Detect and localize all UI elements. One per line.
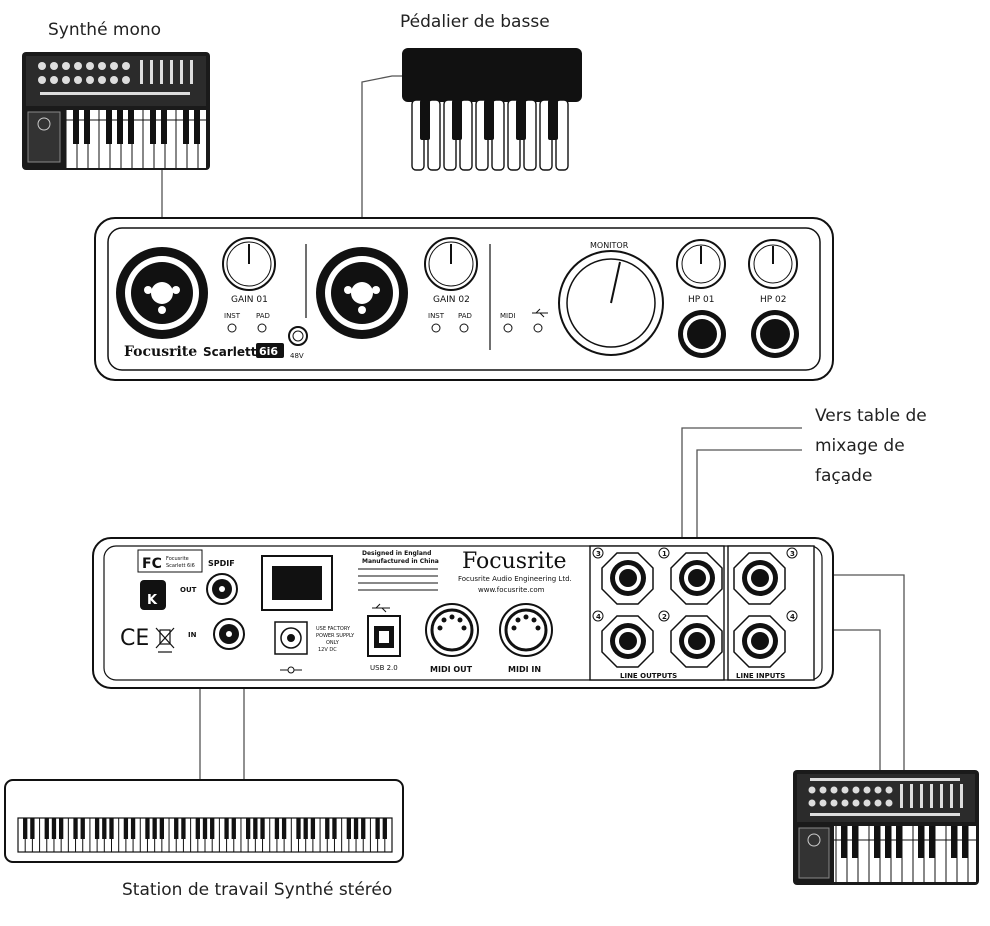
mono-synth-label: Synthé mono: [48, 20, 162, 40]
hp-2-jack: [751, 310, 799, 358]
hp-1-jack: [678, 310, 726, 358]
power-note-line1: USE FACTORY: [316, 626, 351, 632]
line-output-2-jack: [670, 615, 723, 668]
fc-line1: Focusrite: [166, 556, 189, 562]
spdif-out-label: OUT: [180, 586, 197, 594]
mono-synth: [22, 52, 210, 170]
spdif-in-jack: [213, 618, 245, 650]
hp-2-knob: [748, 239, 798, 289]
pad-1-label: PAD: [256, 312, 270, 320]
inst-2-label: INST: [428, 312, 445, 320]
design-line2: Manufactured in China: [362, 558, 439, 565]
monitor-label: MONITOR: [590, 241, 629, 250]
cable-line-out1-to-mixer: [696, 449, 802, 568]
line-output-1-jack: [670, 552, 723, 605]
rear-website: www.focusrite.com: [478, 586, 545, 594]
dc-polarity-icon: [280, 666, 302, 674]
fc-logo: FC: [142, 556, 162, 572]
midi-led: [503, 323, 513, 333]
design-line1: Designed in England: [362, 550, 431, 557]
spdif-label: SPDIF: [208, 559, 235, 568]
bass-pedal-label: Pédalier de basse: [400, 12, 550, 32]
midi-led-label: MIDI: [500, 312, 516, 320]
line-in-3-number: 3: [790, 550, 795, 558]
gain-2-knob: [424, 237, 478, 291]
fc-line2: Scarlett 6i6: [166, 563, 195, 569]
pad-2-led: [459, 323, 469, 333]
midi-in-port: [499, 603, 553, 657]
line-input-4-jack: [733, 615, 786, 668]
hp-1-knob: [676, 239, 726, 289]
line-input-3-jack: [733, 552, 786, 605]
rear-company: Focusrite Audio Engineering Ltd.: [458, 575, 572, 583]
gain-2-label: GAIN 02: [433, 295, 470, 305]
line-out-4-number: 4: [596, 613, 601, 621]
inst-2-led: [431, 323, 441, 333]
controller-keyboard: [793, 770, 979, 885]
svg-text:K: K: [147, 593, 158, 608]
workstation-keyboard: [4, 779, 404, 863]
line-in-4-number: 4: [790, 613, 795, 621]
usb-label: USB 2.0: [370, 664, 398, 672]
pad-1-led: [257, 323, 267, 333]
line-out-3-number: 3: [596, 550, 601, 558]
usb-led: [533, 323, 543, 333]
bass-pedal-body: [402, 48, 582, 102]
line-out-2-number: 2: [662, 613, 667, 621]
bass-pedal: [402, 48, 582, 171]
midi-in-label: MIDI IN: [508, 665, 541, 674]
input-2-combo-jack: [316, 247, 408, 339]
monitor-knob: [558, 250, 664, 356]
interface-front-panel: GAIN 01 INST PAD 48V GAIN 02 INST PAD: [94, 217, 834, 381]
pad-2-label: PAD: [458, 312, 472, 320]
gain-1-label: GAIN 01: [231, 295, 268, 305]
gain-1-knob: [222, 237, 276, 291]
kensington-lock-icon: [140, 580, 166, 610]
spdif-out-jack: [206, 573, 238, 605]
fc-compliance-box: [137, 549, 203, 573]
hp-2-label: HP 02: [760, 295, 787, 305]
usb-icon: [532, 308, 548, 318]
ce-mark-icon: CE: [120, 626, 149, 651]
workstation-label: Station de travail Synthé stéréo: [122, 880, 393, 900]
hp-1-label: HP 01: [688, 295, 715, 305]
phantom-48v-label: 48V: [290, 352, 304, 360]
usb-port-icon: [372, 603, 390, 613]
power-note-line3: ONLY: [326, 640, 340, 646]
to-mixer-label-line3: façade: [815, 466, 873, 486]
line-inputs-label: LINE INPUTS: [736, 672, 785, 680]
to-mixer-label-line2: mixage de: [815, 436, 905, 456]
line-output-4-jack: [601, 615, 654, 668]
inst-1-label: INST: [224, 312, 241, 320]
to-mixer-label-line1: Vers table de: [815, 406, 927, 426]
front-model: Scarlett: [203, 345, 257, 359]
power-note-line4: 12V DC: [318, 647, 337, 653]
power-note-line2: POWER SUPPLY: [316, 633, 355, 639]
line-out-1-number: 1: [662, 550, 667, 558]
rear-brand: Focusrite: [462, 549, 567, 574]
line-outputs-label: LINE OUTPUTS: [620, 672, 677, 680]
line-output-3-jack: [601, 552, 654, 605]
inst-1-led: [227, 323, 237, 333]
interface-rear-panel: FC Focusrite Scarlett 6i6 K CE SPDIF OUT…: [92, 537, 834, 689]
front-model-badge: 6i6: [259, 345, 278, 358]
midi-out-port: [425, 603, 479, 657]
cable-bass-pedal-to-input2: [361, 75, 408, 293]
input-1-combo-jack: [116, 247, 208, 339]
weee-bin-icon: [155, 627, 175, 653]
front-brand: Focusrite: [124, 344, 197, 360]
midi-out-label: MIDI OUT: [430, 665, 473, 674]
spdif-in-label: IN: [188, 631, 197, 639]
